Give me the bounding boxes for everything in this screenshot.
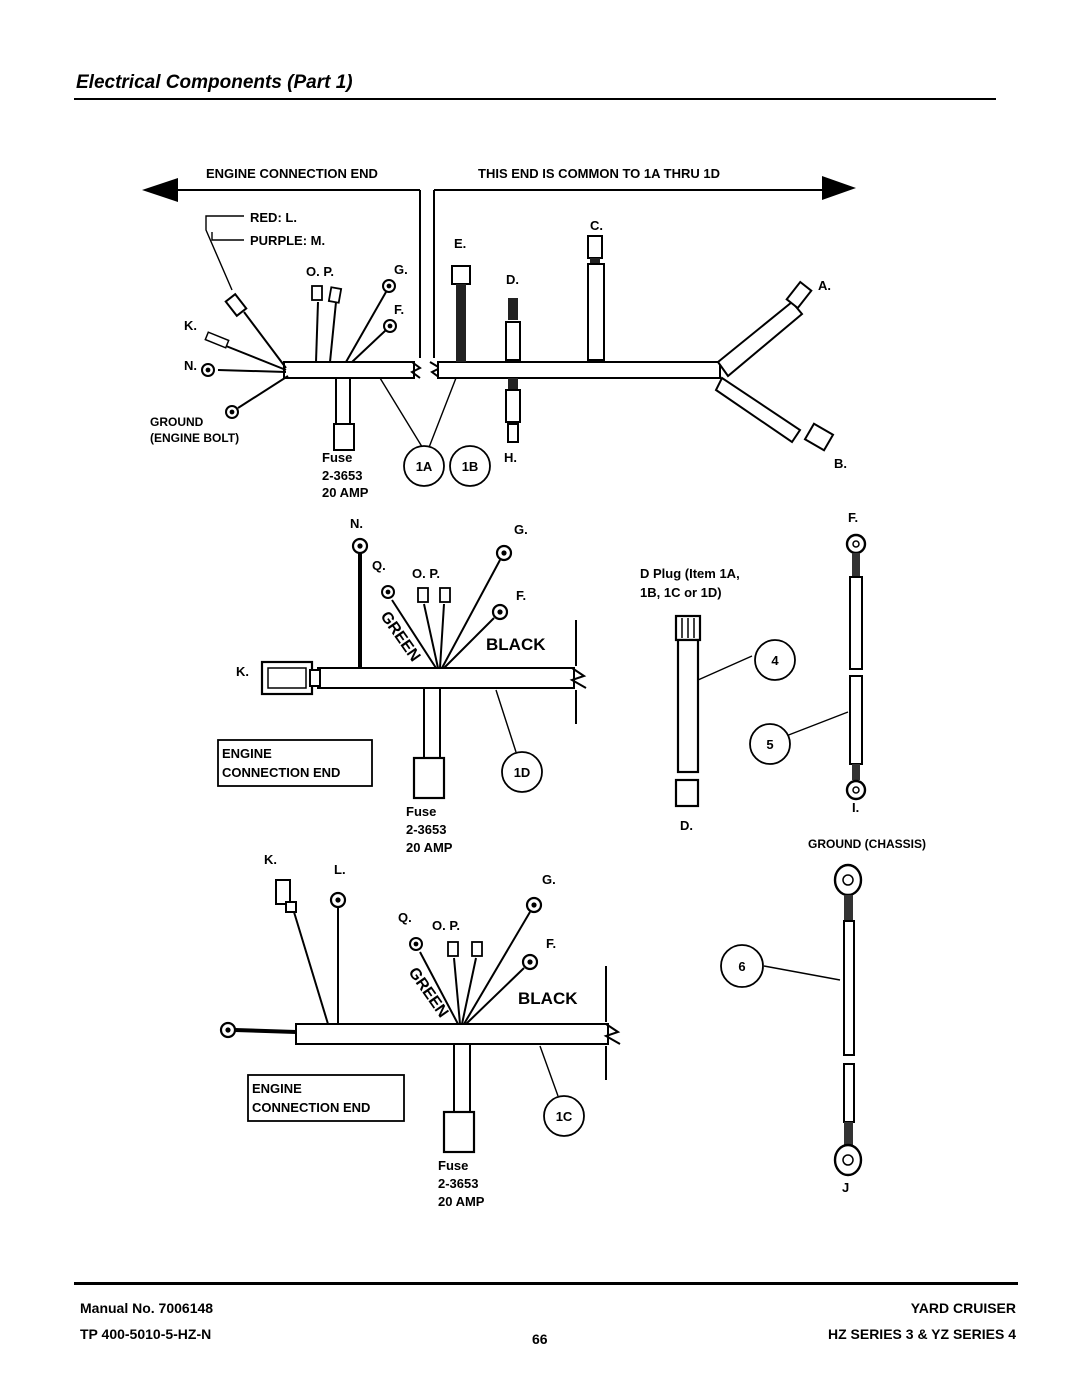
top-harness-diagram: ENGINE CONNECTION END THIS END IS COMMON… [142,166,856,500]
callout-6: 6 [738,959,745,974]
d-plug-diagram: D Plug (Item 1A, 1B, 1C or 1D) 4 D. [640,566,796,833]
top-n-label: N. [184,358,197,373]
mid-fuse-amp: 20 AMP [406,840,453,855]
top-fuse-amp: 20 AMP [322,485,369,500]
bottom-box-line2: CONNECTION END [252,1100,370,1115]
d-plug-d-label: D. [680,818,693,833]
ground-cable-5: F. 5 I. [749,510,867,815]
d-plug-label-line2: 1B, 1C or 1D) [640,585,722,600]
d-plug-label-line1: D Plug (Item 1A, [640,566,740,581]
mid-k-label: K. [236,664,249,679]
right-f-label: F. [848,510,858,525]
bottom-f-label: F. [546,936,556,951]
top-b-label: B. [834,456,847,471]
engine-bolt-label: (ENGINE BOLT) [150,431,239,445]
mid-n-label: N. [350,516,363,531]
top-g-label: G. [394,262,408,277]
mid-q-label: Q. [372,558,386,573]
ground-chassis-cable-6: GROUND (CHASSIS) 6 J [720,837,926,1195]
bottom-fuse-number: 2-3653 [438,1176,478,1191]
bottom-l-label: L. [334,862,346,877]
mid-fuse-number: 2-3653 [406,822,446,837]
callout-4: 4 [771,653,779,668]
tp-number: TP 400-5010-5-HZ-N [80,1326,212,1342]
callout-1c: 1C [556,1109,573,1124]
right-arrow-icon [822,176,856,200]
title-divider [74,98,996,100]
bottom-box-line1: ENGINE [252,1081,302,1096]
page-title: Electrical Components (Part 1) [76,72,353,93]
mid-box-line1: ENGINE [222,746,272,761]
top-fuse-number: 2-3653 [322,468,362,483]
top-c-label: C. [590,218,603,233]
top-d-label: D. [506,272,519,287]
engine-connection-end-label: ENGINE CONNECTION END [206,166,378,181]
bottom-fuse-label: Fuse [438,1158,468,1173]
ground-chassis-label: GROUND (CHASSIS) [808,837,926,851]
middle-harness-diagram: N. G. Q. O. P. F. K. GREEN BLACK [217,516,587,855]
left-arrow-icon [142,178,178,202]
mid-g-label: G. [514,522,528,537]
mid-fuse-label: Fuse [406,804,436,819]
bottom-fuse-amp: 20 AMP [438,1194,485,1209]
top-fuse-label: Fuse [322,450,352,465]
top-op-label: O. P. [306,264,334,279]
page-number: 66 [532,1331,548,1347]
bottom-g-label: G. [542,872,556,887]
common-end-label: THIS END IS COMMON TO 1A THRU 1D [478,166,720,181]
top-h-label: H. [504,450,517,465]
top-k-label: K. [184,318,197,333]
callout-1a: 1A [416,459,433,474]
bottom-op-label: O. P. [432,918,460,933]
purple-wire-label: PURPLE: M. [250,233,325,248]
product-name: YARD CRUISER [910,1300,1016,1316]
ground-label: GROUND [150,415,204,429]
callout-1b: 1B [462,459,479,474]
product-series: HZ SERIES 3 & YZ SERIES 4 [827,1326,1016,1342]
footer-divider [74,1282,1018,1285]
bottom-k-label: K. [264,852,277,867]
top-a-label: A. [818,278,831,293]
callout-1d: 1D [514,765,531,780]
mid-op-label: O. P. [412,566,440,581]
red-wire-label: RED: L. [250,210,297,225]
ground-chassis-j-label: J [842,1180,849,1195]
top-f-label: F. [394,302,404,317]
callout-5: 5 [766,737,773,752]
right-i-label: I. [852,800,859,815]
mid-box-line2: CONNECTION END [222,765,340,780]
bottom-green-label: GREEN [405,965,452,1021]
bottom-black-label: BLACK [518,989,578,1008]
bottom-harness-diagram: K. L. G. Q. O. P. F. [219,852,621,1209]
bottom-q-label: Q. [398,910,412,925]
top-e-label: E. [454,236,466,251]
mid-black-label: BLACK [486,635,546,654]
manual-number: Manual No. 7006148 [80,1300,214,1316]
mid-f-label: F. [516,588,526,603]
